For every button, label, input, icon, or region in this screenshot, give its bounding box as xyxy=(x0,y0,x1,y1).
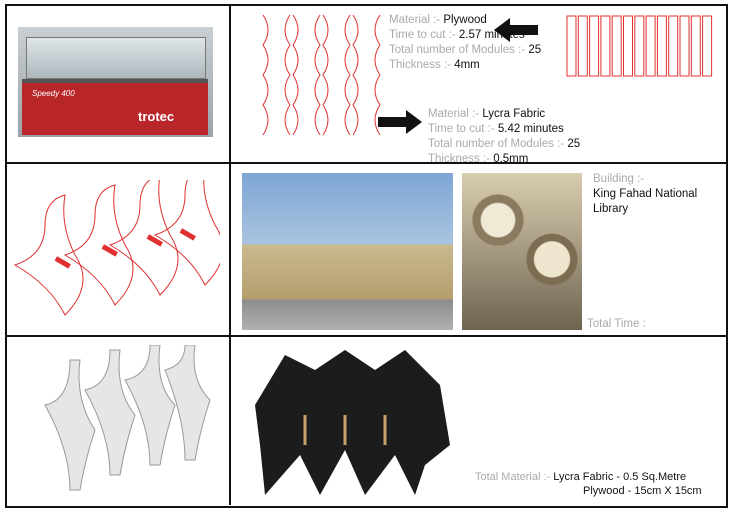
total-time-label: Total Time : xyxy=(587,318,646,330)
figure-frame xyxy=(5,4,728,508)
plywood-info: Material :- Plywood Time to cut :- 2.57 … xyxy=(389,13,541,73)
library-exterior-photo xyxy=(242,173,453,330)
time-value: 2.57 minutes xyxy=(458,29,525,41)
fabric-info: Material :- Lycra Fabric Time to cut :- … xyxy=(428,107,580,167)
material-value: Plywood xyxy=(443,14,487,26)
plywood-strip xyxy=(566,15,577,77)
arrow-left-icon xyxy=(494,18,538,42)
plywood-strip xyxy=(645,15,656,77)
label: Total number of Modules :- xyxy=(428,138,568,150)
thickness-value: 4mm xyxy=(454,59,480,71)
plywood-cut-pattern xyxy=(566,15,713,77)
plywood-strip xyxy=(668,15,679,77)
time-value: 5.42 minutes xyxy=(497,123,564,135)
plywood-strip xyxy=(623,15,633,77)
plywood-strip xyxy=(656,15,667,77)
machine-brand: trotec xyxy=(138,109,175,124)
label: Thickness :- xyxy=(389,59,455,71)
plywood-strip xyxy=(702,15,713,77)
column-divider xyxy=(229,5,231,505)
plywood-strip xyxy=(679,15,690,77)
label: Material :- xyxy=(389,14,444,26)
library-facade-detail-photo xyxy=(462,173,582,330)
building-label: Building :- xyxy=(593,173,645,185)
building-info: Building :- King Fahad National Library xyxy=(593,172,723,217)
row-divider xyxy=(5,162,728,164)
total-material-info: Total Material :- Lycra Fabric - 0.5 Sq.… xyxy=(475,470,702,498)
building-name: King Fahad National Library xyxy=(593,188,698,215)
plywood-strip xyxy=(589,15,600,77)
plywood-strip xyxy=(634,15,645,77)
modules-value: 25 xyxy=(528,44,542,56)
total-material-label: Total Material :- xyxy=(475,471,554,483)
modules-value: 25 xyxy=(567,138,581,150)
arrow-right-icon xyxy=(378,110,422,134)
plywood-strip xyxy=(577,15,588,77)
plywood-strip xyxy=(611,15,622,77)
label: Time to cut :- xyxy=(389,29,459,41)
fabric-amount: Lycra Fabric - 0.5 Sq.Metre xyxy=(553,471,687,483)
material-value: Lycra Fabric xyxy=(482,108,546,120)
thickness-value: 0.5mm xyxy=(493,153,529,165)
assembly-diagram xyxy=(13,180,220,316)
plywood-strip xyxy=(690,15,701,77)
label: Total number of Modules :- xyxy=(389,44,529,56)
plywood-3d-model xyxy=(44,345,211,491)
fabric-cut-pattern xyxy=(262,14,381,136)
fabric-model-photo xyxy=(255,350,450,495)
plywood-strip xyxy=(600,15,611,77)
label: Time to cut :- xyxy=(428,123,498,135)
row-divider xyxy=(5,335,728,337)
machine-model: Speedy 400 xyxy=(32,89,75,98)
plywood-amount: Plywood - 15cm X 15cm xyxy=(583,485,702,497)
laser-cutter-photo: Speedy 400 trotec xyxy=(18,27,213,137)
label: Material :- xyxy=(428,108,483,120)
label: Thickness :- xyxy=(428,153,494,165)
